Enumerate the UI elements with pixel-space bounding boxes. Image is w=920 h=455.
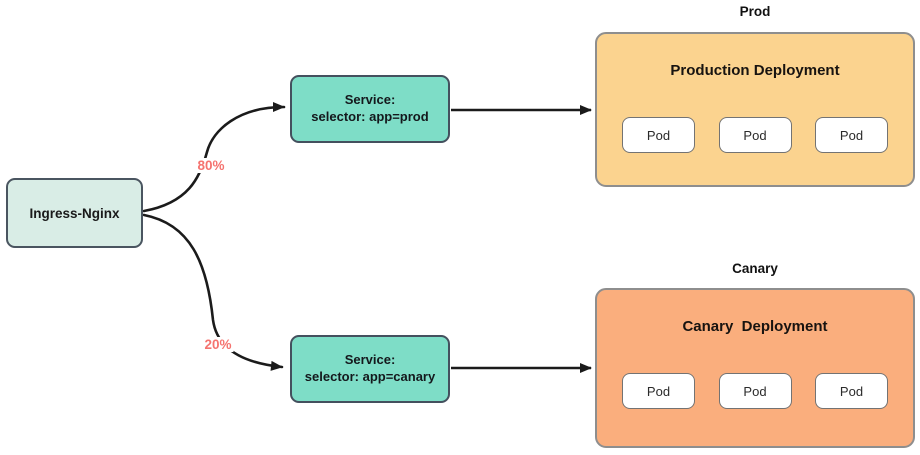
service-prod-node: Service: selector: app=prod <box>290 75 450 143</box>
route-weight-80-label: 80% <box>195 158 227 173</box>
prod-group-label: Prod <box>739 4 771 19</box>
route-weight-20-label: 20% <box>202 337 234 352</box>
service-prod-selector: selector: app=prod <box>311 109 429 124</box>
route-prod-arrow <box>142 102 286 213</box>
production-deployment-title: Production Deployment <box>670 62 840 79</box>
service-canary-line1: Service: <box>344 352 396 368</box>
canary-pod-1: Pod <box>622 373 695 409</box>
production-deployment-node: Production Deployment Pod Pod Pod <box>595 32 915 187</box>
prod-pod-1: Pod <box>622 117 695 153</box>
canary-deployment-node: Canary Deployment Pod Pod Pod <box>595 288 915 448</box>
canary-deployment-title: Canary Deployment <box>682 318 828 335</box>
service-canary-node: Service: selector: app=canary <box>290 335 450 403</box>
canary-pod-3: Pod <box>815 373 888 409</box>
service-prod-line1: Service: <box>344 92 396 108</box>
prod-pod-3: Pod <box>815 117 888 153</box>
canary-pods-row: Pod Pod Pod <box>621 373 889 409</box>
prod-pod-2: Pod <box>718 117 792 153</box>
ingress-nginx-node: Ingress-Nginx <box>6 178 143 248</box>
service-canary-selector: selector: app=canary <box>304 369 436 384</box>
canary-group-label: Canary <box>732 261 778 276</box>
route-canary-arrow <box>142 213 284 371</box>
prod-pods-row: Pod Pod Pod <box>621 117 889 153</box>
ingress-nginx-label: Ingress-Nginx <box>29 205 120 221</box>
canary-pod-2: Pod <box>718 373 792 409</box>
